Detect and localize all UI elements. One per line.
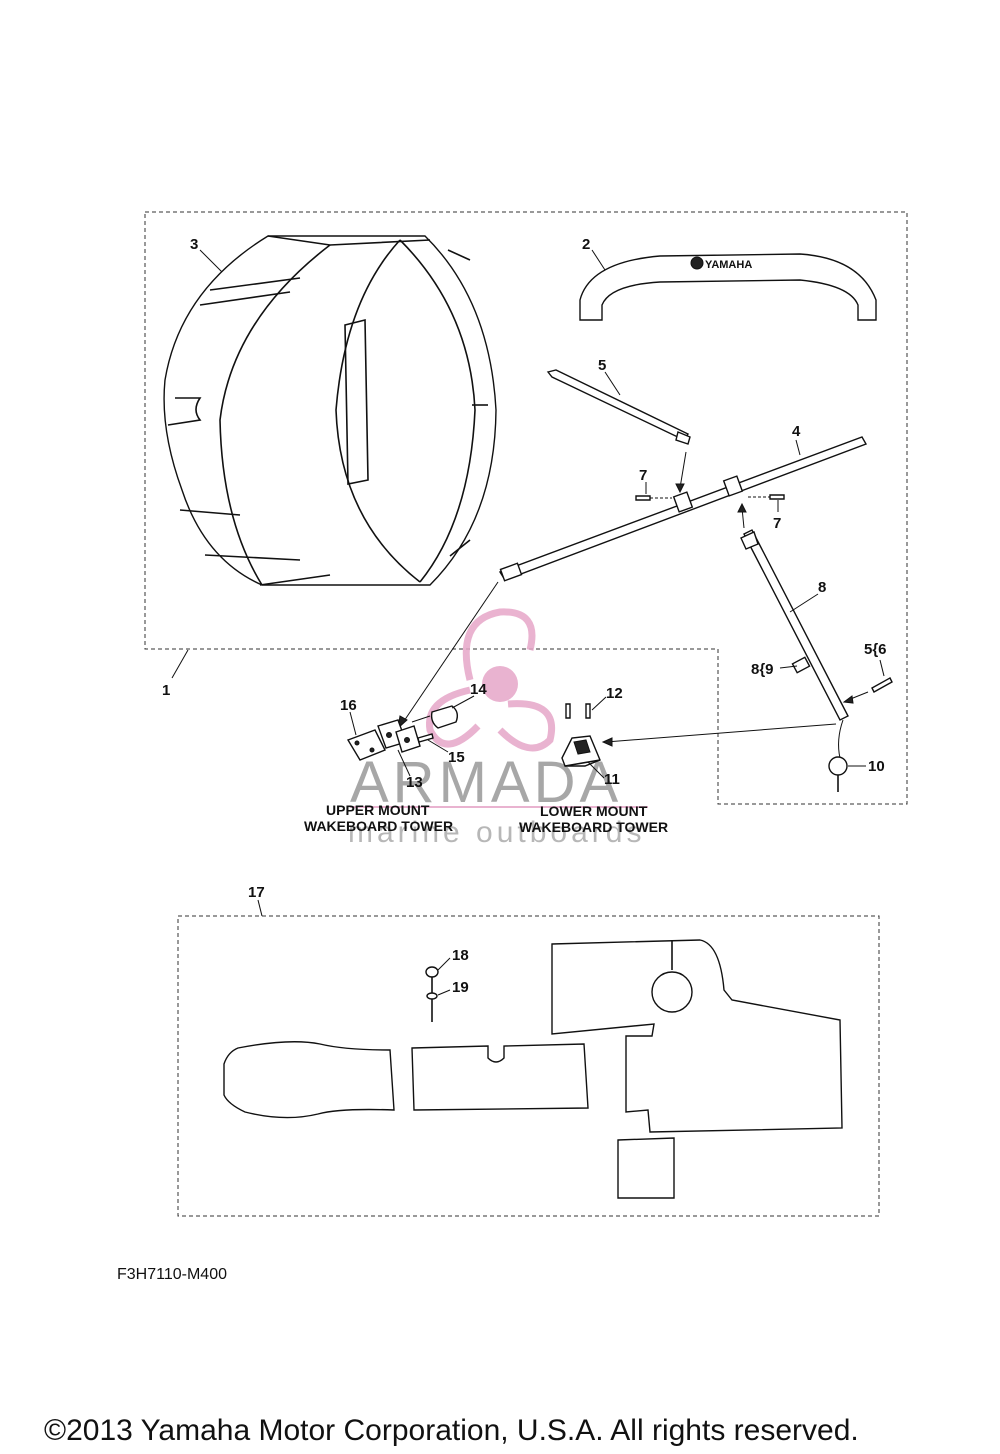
watermark-tagline: marine outboards <box>348 816 645 849</box>
copyright-notice: ©2013 Yamaha Motor Corporation, U.S.A. A… <box>44 1414 859 1447</box>
lower-mount-caption-line1: LOWER MOUNT <box>540 803 648 819</box>
group-1-boundary <box>144 211 908 805</box>
figure-code: F3H7110-M400 <box>117 1266 227 1283</box>
support-tube-part-8 <box>740 529 849 721</box>
screw-part-7-left <box>635 495 672 501</box>
callout-4: 4 <box>792 423 801 440</box>
tube-part-4 <box>498 436 868 582</box>
callout-16: 16 <box>340 697 357 714</box>
pin-part-5-6 <box>871 677 893 693</box>
callout-1: 1 <box>162 682 170 699</box>
lanyard-pin-part-10 <box>828 719 848 792</box>
cover-part-3 <box>163 235 497 586</box>
bimini-logo-text: YAMAHA <box>705 259 752 271</box>
upper-mount-parts <box>346 705 459 761</box>
callout-8-9: 8{9 <box>751 661 774 678</box>
fastener-parts-18-19 <box>425 966 439 1022</box>
callout-12: 12 <box>606 685 623 702</box>
callout-19: 19 <box>452 979 469 996</box>
callout-17: 17 <box>248 884 265 901</box>
callout-7-left: 7 <box>639 467 647 484</box>
callout-7-right: 7 <box>773 515 781 532</box>
callout-8: 8 <box>818 579 826 596</box>
upper-mount-caption-line2: WAKEBOARD TOWER <box>304 818 453 834</box>
callout-15: 15 <box>448 749 465 766</box>
armada-watermark <box>350 608 648 808</box>
lower-mount-caption-line2: WAKEBOARD TOWER <box>519 819 668 835</box>
mat-pieces <box>223 939 843 1199</box>
lower-mount-parts <box>561 703 601 767</box>
group-17-boundary <box>177 915 880 1217</box>
callout-11: 11 <box>604 771 620 788</box>
screw-part-7-right <box>748 494 785 500</box>
bimini-bow-part-2: YAMAHA <box>579 253 877 321</box>
callout-14: 14 <box>470 681 487 698</box>
callout-18: 18 <box>452 947 469 964</box>
upper-mount-caption-line1: UPPER MOUNT <box>326 802 430 818</box>
callout-10: 10 <box>868 758 885 775</box>
callout-2: 2 <box>582 236 590 253</box>
tube-part-5 <box>546 369 691 445</box>
callout-5: 5 <box>598 357 606 374</box>
callout-5-6: 5{6 <box>864 641 887 658</box>
callout-3: 3 <box>190 236 198 253</box>
callout-13: 13 <box>406 774 423 791</box>
